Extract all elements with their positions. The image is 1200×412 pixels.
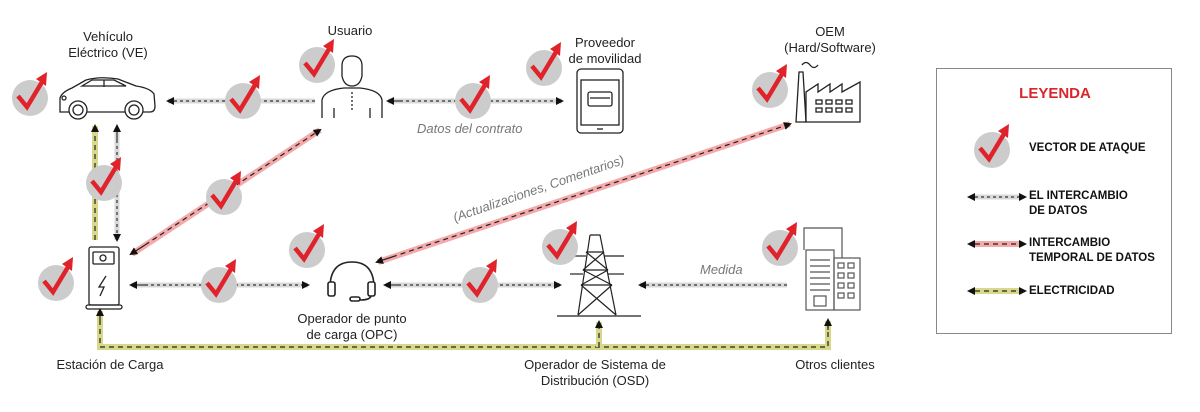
legend-label-attack-vector: VECTOR DE ATAQUE <box>1029 142 1146 154</box>
node-label-oem: OEM (Hard/Software) <box>784 24 876 55</box>
tablet-icon <box>576 68 624 134</box>
attack-vector-icon <box>526 42 562 86</box>
legend-label-electricity: ELECTRICIDAD <box>1029 285 1115 297</box>
attack-vector-icon <box>12 72 48 116</box>
charging-station-icon <box>85 246 123 310</box>
user-icon <box>321 55 383 118</box>
node-label-otros: Otros clientes <box>795 357 875 372</box>
legend-electricity-line <box>967 287 1027 295</box>
attack-vector-icon <box>225 75 261 119</box>
attack-vector-icon <box>752 64 788 108</box>
car-icon <box>59 77 156 120</box>
attack-vector-icon <box>762 222 798 266</box>
node-label-osd: Operador de Sistema de Distribución (OSD… <box>524 357 666 388</box>
edge-label-contrato: Datos del contrato <box>417 121 523 136</box>
legend-data-exchange-line <box>967 193 1027 201</box>
attack-vector-icon <box>299 39 335 83</box>
attack-vector-icon <box>38 257 74 301</box>
headset-icon <box>327 261 376 302</box>
attack-vector-icon <box>289 224 325 268</box>
factory-icon <box>795 61 861 123</box>
edge-label-medida: Medida <box>700 262 743 277</box>
node-label-proveedor: Proveedor de movilidad <box>568 35 642 66</box>
legend-title: LEYENDA <box>1019 85 1091 102</box>
attack-vector-icon <box>462 259 498 303</box>
attack-vector-badges <box>12 39 798 303</box>
attack-vector-icon <box>542 221 578 265</box>
attack-vector-icon <box>455 75 491 119</box>
legend-temporal-data-line <box>967 240 1027 248</box>
node-label-ve: Vehículo Eléctrico (VE) <box>68 29 148 60</box>
attack-vector-icon <box>201 259 237 303</box>
attack-vector-icon <box>206 171 242 215</box>
node-label-estacion: Estación de Carga <box>56 357 164 372</box>
node-label-usuario: Usuario <box>327 23 373 38</box>
legend-label-temporal-data: INTERCAMBIO TEMPORAL DE DATOS <box>1029 237 1155 264</box>
attack-vector-icon <box>86 157 122 201</box>
legend-panel: LEYENDA VECTOR DE ATAQUE EL INTERCAMBIO … <box>936 68 1172 334</box>
legend-attack-vector-icon <box>967 121 1017 171</box>
electric-line-grid-bus <box>97 311 831 350</box>
legend-label-data-exchange: EL INTERCAMBIO DE DATOS <box>1029 190 1128 217</box>
power-tower-icon <box>557 234 641 317</box>
node-label-opc: Operador de punto de carga (OPC) <box>297 311 407 342</box>
office-building-icon <box>803 227 861 311</box>
